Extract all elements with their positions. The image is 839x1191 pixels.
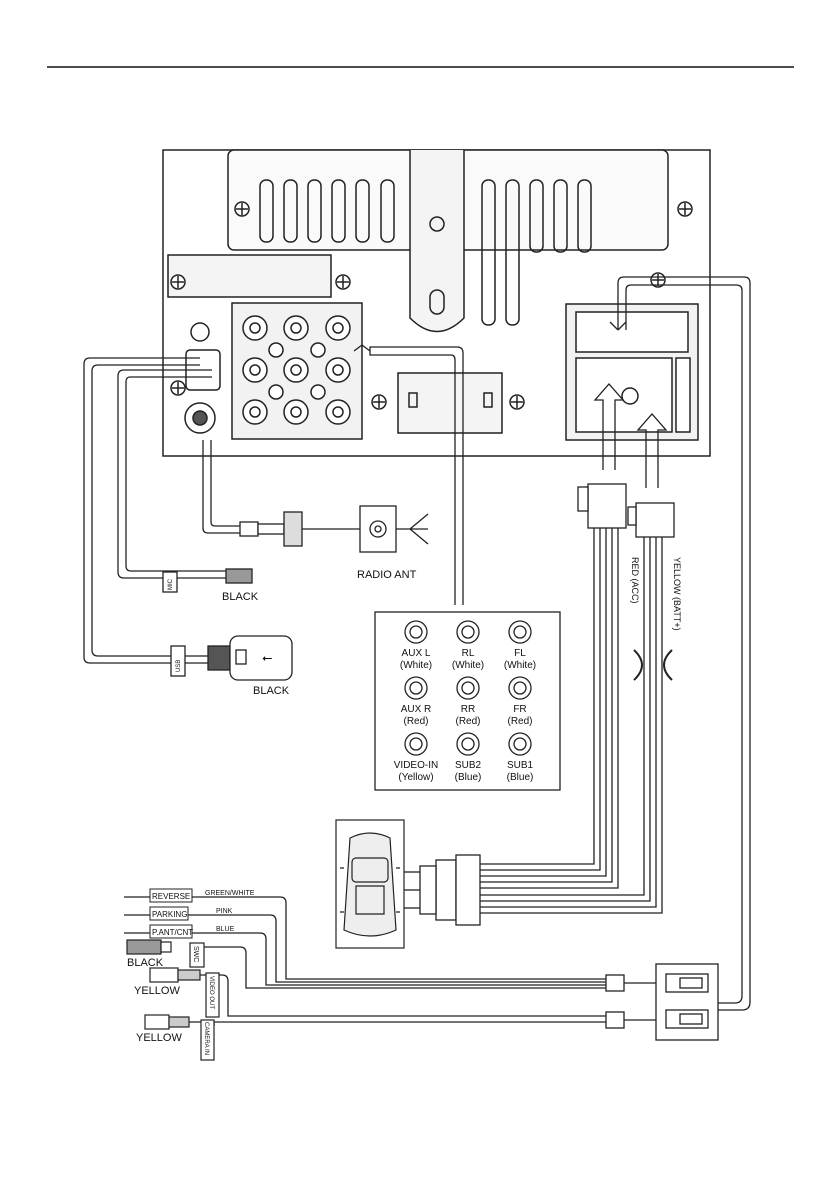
pant-color-label: BLUE: [216, 926, 235, 933]
swc-tag-label: SWC: [192, 946, 199, 962]
parking-tag-label: PARKING: [152, 910, 187, 919]
rca-panel-labels: AUX L (White) RL (White) FL (White) AUX …: [394, 648, 536, 783]
rca-rl-name: RL: [462, 648, 475, 659]
parking-color-label: PINK: [216, 908, 233, 915]
usb-tag-label: USB: [176, 660, 182, 672]
mic-plug: [226, 569, 252, 583]
iso-plug-b: [636, 503, 674, 537]
mid-bracket: [398, 373, 502, 433]
rca-fl-color: (White): [504, 660, 536, 671]
mic-color-label: BLACK: [222, 591, 259, 603]
rca-aux-r-color: (Red): [403, 716, 428, 727]
video-out-tag-label: VIDEO OUT: [208, 976, 214, 1009]
rca-video-in-name: VIDEO-IN: [394, 760, 438, 771]
video-out-plug: [150, 968, 178, 982]
video-out-color-label: YELLOW: [134, 985, 180, 997]
rca-sockets: [243, 316, 350, 424]
red-acc-label: RED (ACC): [630, 557, 640, 604]
rca-aux-r-name: AUX R: [401, 704, 432, 715]
antenna-plug: [284, 512, 302, 546]
usb-color-label: BLACK: [253, 685, 290, 697]
rca-sub1-name: SUB1: [507, 760, 534, 771]
reverse-color-label: GREEN/WHITE: [205, 890, 255, 897]
pant-tag-label: P.ANT/CNT: [152, 928, 193, 937]
rca-video-in-color: (Yellow): [398, 772, 433, 783]
car-illustration: [336, 820, 404, 948]
yellow-batt-label: YELLOW (BATT+): [672, 557, 682, 631]
reverse-tag-label: REVERSE: [152, 892, 190, 901]
rca-sub2-color: (Blue): [455, 772, 482, 783]
head-unit: [163, 150, 710, 456]
rca-aux-l-color: (White): [400, 660, 432, 671]
radio-ant-label: RADIO ANT: [357, 569, 417, 581]
rca-sub2-name: SUB2: [455, 760, 482, 771]
camera-in-tag-label: CAMERA IN: [203, 1022, 209, 1055]
camera-in-plug: [145, 1015, 169, 1029]
usb-icon: ⭠: [262, 650, 272, 665]
iso-plug-a: [588, 484, 626, 528]
mic-tag-label: MIC: [168, 578, 174, 590]
left-bracket: [168, 255, 331, 297]
rca-aux-l-name: AUX L: [402, 648, 431, 659]
antenna-icon: [396, 514, 428, 544]
rca-fr-name: FR: [513, 704, 526, 715]
bottom-loom: [124, 897, 718, 1040]
rca-rr-name: RR: [461, 704, 475, 715]
swc-plug: [127, 940, 161, 954]
rca-sub1-color: (Blue): [507, 772, 534, 783]
rca-fl-name: FL: [514, 648, 526, 659]
center-bracket: [410, 150, 464, 332]
rca-fr-color: (Red): [507, 716, 532, 727]
car-harness-plug: [436, 860, 456, 920]
usb-plug: [230, 636, 292, 680]
rca-rl-color: (White): [452, 660, 484, 671]
car-icon: [344, 833, 396, 936]
antenna-cable: [203, 440, 428, 552]
rca-rr-color: (Red): [455, 716, 480, 727]
swc-color-label: BLACK: [127, 957, 164, 969]
camera-in-color-label: YELLOW: [136, 1032, 182, 1044]
